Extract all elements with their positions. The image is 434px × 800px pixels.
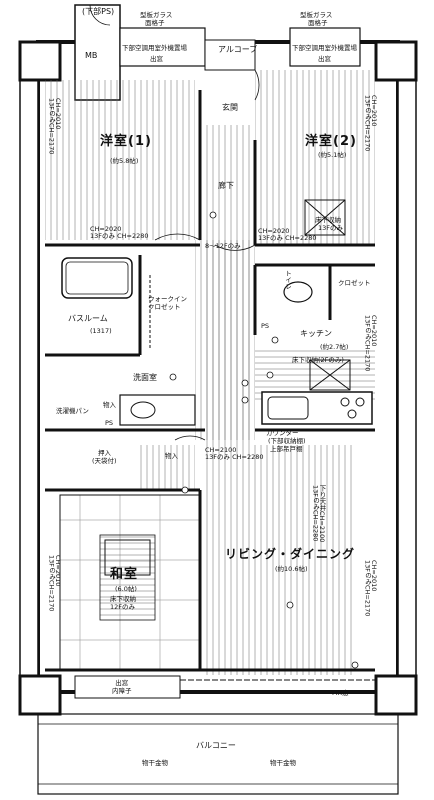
walkin-label: ウォークイン クロゼット (148, 295, 187, 311)
japanese-floor-storage: 床下収納 12Fのみ (110, 595, 136, 611)
washroom-label: 洗面室 (133, 373, 157, 382)
western2-size: (約5.1帖) (318, 151, 347, 159)
japanese-name: 和室 (110, 567, 139, 582)
pantry-label: 物入 (165, 452, 178, 460)
floor-storage-marks (104, 199, 351, 576)
ch-right-bottom: CH=2010 13FのみCH=2170 (363, 560, 379, 617)
balcony-label: バルコニー (196, 741, 236, 750)
counter-note: (下部収納棚) (268, 437, 306, 445)
bathroom-size: (1317) (90, 327, 112, 335)
washbasin (119, 394, 196, 426)
bay-right: 出窓 (318, 55, 331, 63)
ch-right-top: CH=2010 13FのみCH=2170 (363, 95, 379, 152)
outer-walls (18, 40, 418, 716)
closet-label: クロゼット (338, 279, 371, 287)
window-note-left: 下部空調用室外機置場 (122, 44, 187, 52)
western1-size: (約5.8帖) (110, 157, 139, 165)
corridor-ch: 8〜12Fのみ (205, 242, 241, 250)
upper-cabinet: 上部吊戸棚 (270, 445, 303, 453)
kitchen-size: (約2.7帖) (320, 343, 349, 351)
bathtub (61, 257, 133, 299)
balcony-structure (37, 675, 399, 795)
glass-label-left: 型板ガラス (140, 11, 173, 19)
living-name: リビング・ダイニング (225, 547, 356, 561)
hanger-right: 物干金物 (270, 759, 296, 767)
toilet-bowl (283, 281, 313, 303)
lattice-label-right: 面格子 (308, 19, 328, 27)
western1-name: 洋室(1) (100, 134, 152, 149)
ch-kitchen: CH=2010 13FのみCH=2170 (363, 315, 379, 372)
lattice-label-left: 面格子 (145, 19, 165, 27)
ch-top-right: CH=2020 13Fのみ CH=2280 (258, 227, 317, 242)
living-size: (約10.6帖) (275, 565, 308, 573)
fix-window: FIX窓 (332, 689, 349, 697)
fixtures (169, 211, 359, 669)
door-swings (89, 4, 260, 441)
kitchen-name: キッチン (300, 329, 332, 338)
washpan-label: 洗濯機パン (56, 407, 89, 415)
entrance-label: 玄関 (222, 103, 238, 112)
counter-label: カウンター (266, 429, 299, 437)
interior-walls (45, 90, 375, 672)
ch-top-left: CH=2020 13Fのみ CH=2280 (90, 225, 149, 240)
hanger-left: 物干金物 (142, 759, 168, 767)
window-note-right: 下部空調用室外機置場 (292, 44, 357, 52)
ch-left-bottom: CH=2010 13FのみCH=2170 (47, 555, 63, 612)
bathroom-name: バスルーム (68, 314, 108, 323)
floor-storage-1-note: 13Fのみ (318, 224, 344, 232)
bay-left: 出窓 (150, 55, 163, 63)
washroom-storage: 物入 (103, 401, 116, 409)
toilet-label: トイレ (283, 270, 292, 290)
floor-storage-1: 床下収納 (315, 216, 341, 224)
tenbukuro-label: (天袋付) (92, 457, 117, 465)
ps-mark: PS (261, 322, 270, 330)
alcove-label: アルコーブ (218, 45, 258, 54)
ch-left-top: CH=2010 13FのみCH=2170 (47, 98, 63, 155)
ch-living-mid: 下り天井CH=2100 13FのみCH=2280 (311, 485, 327, 543)
ps-label: (下部PS) (82, 7, 115, 16)
washroom-ps: PS (105, 419, 114, 427)
glass-label-right: 型板ガラス (300, 11, 333, 19)
kitchen-floor-storage: 床下収納(2Fのみ) (292, 356, 344, 364)
tatami-center (99, 534, 156, 621)
bay-japanese: 出窓 内障子 (112, 679, 132, 695)
japanese-size: (6.0帖) (115, 585, 137, 593)
ch-mid: CH=2100 13Fのみ CH=2280 (205, 446, 264, 461)
western2-name: 洋室(2) (305, 134, 357, 149)
futon-label: 押入 (98, 449, 111, 457)
floor-hatching (45, 70, 375, 675)
mb-label: MB (85, 51, 98, 60)
corridor-label: 廊下 (218, 181, 234, 190)
